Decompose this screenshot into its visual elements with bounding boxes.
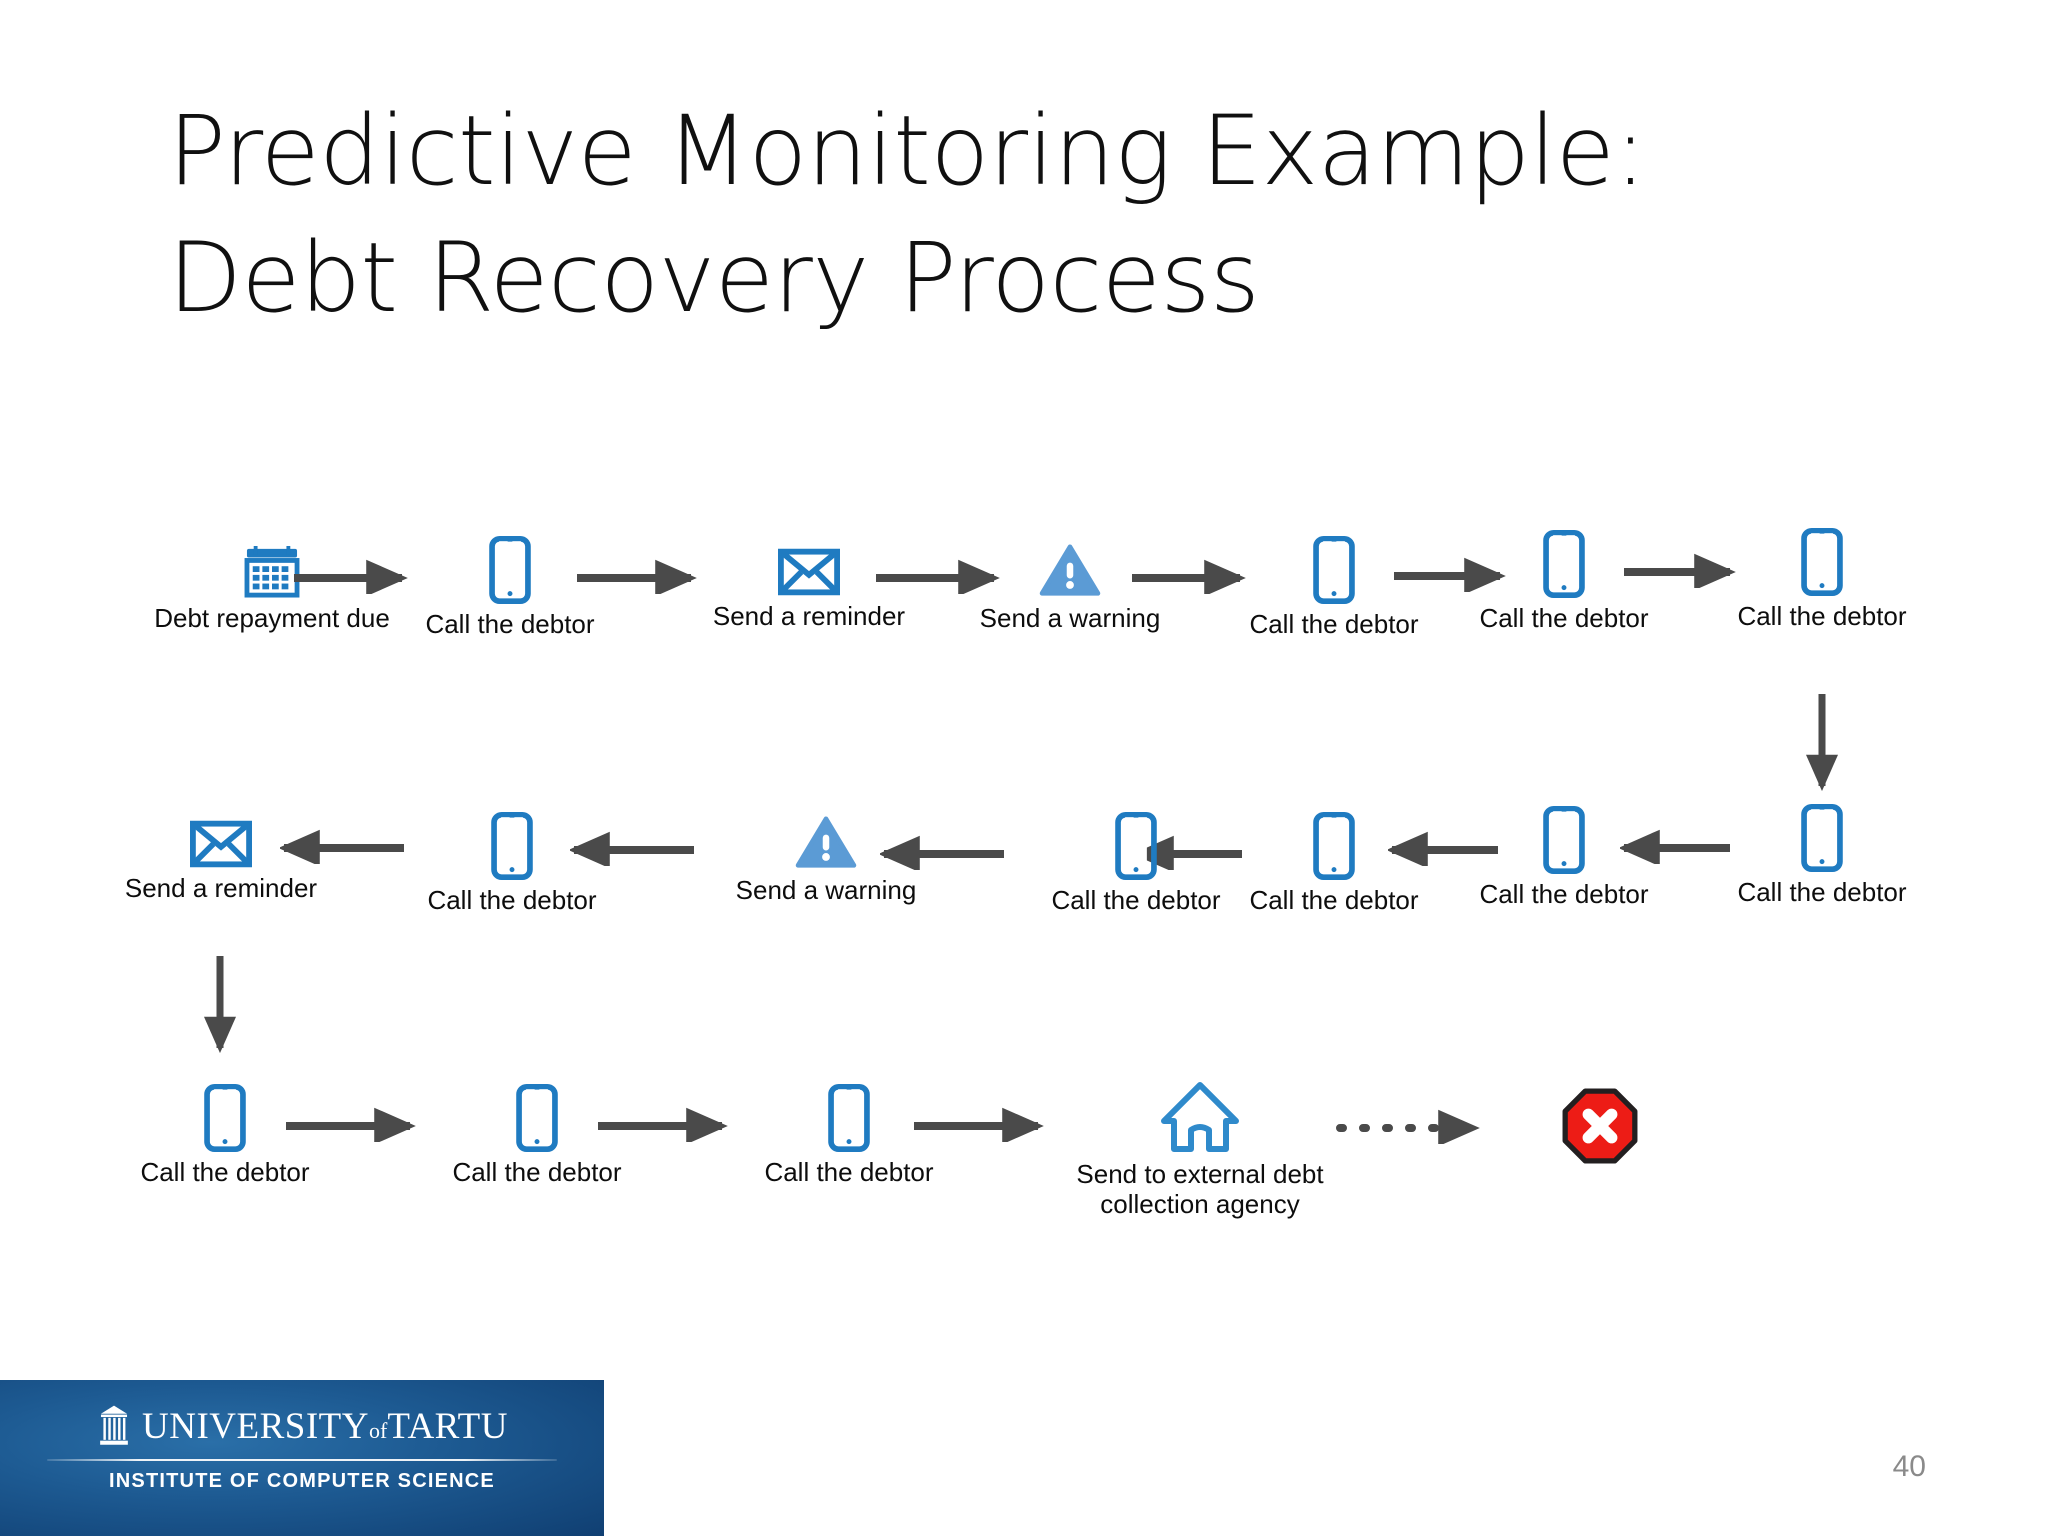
arrow-r2-5	[570, 831, 694, 866]
mobile-phone-icon	[204, 1084, 246, 1152]
node-call-debtor-r1-4[interactable]: Call the debtor	[1712, 528, 1932, 632]
node-call-debtor-r2-1[interactable]: Call the debtor	[1712, 804, 1932, 908]
logo-tartu: TARTU	[387, 1405, 508, 1447]
mobile-phone-icon	[1543, 806, 1585, 874]
node-label: Call the debtor	[140, 1157, 310, 1187]
node-label: Call the debtor	[425, 609, 595, 639]
page-title: Predictive Monitoring Example: Debt Reco…	[168, 88, 1868, 341]
node-call-debtor-r2-3[interactable]: Call the debtor	[1224, 812, 1444, 916]
mobile-phone-icon	[1313, 812, 1355, 880]
arrow-r3-3	[914, 1107, 1044, 1142]
node-label: Call the debtor	[1249, 609, 1419, 639]
arrow-r1-1	[294, 559, 408, 594]
node-send-warning-r2[interactable]: Send a warning	[708, 816, 944, 906]
mobile-phone-icon	[1543, 530, 1585, 598]
mobile-phone-icon	[489, 536, 531, 604]
mobile-phone-icon	[1313, 536, 1355, 604]
page-number: 40	[1892, 1450, 1926, 1483]
node-call-debtor-r2-5[interactable]: Call the debtor	[396, 812, 628, 916]
node-process-end[interactable]	[1540, 1088, 1660, 1164]
logo-divider	[47, 1459, 557, 1461]
node-call-debtor-r2-2[interactable]: Call the debtor	[1454, 806, 1674, 910]
node-label: Call the debtor	[1249, 885, 1419, 915]
stop-sign-icon	[1562, 1088, 1638, 1164]
node-label: Debt repayment due	[154, 603, 390, 633]
node-label: Call the debtor	[452, 1157, 622, 1187]
node-send-reminder-r1[interactable]: Send a reminder	[688, 548, 930, 632]
warning-triangle-icon	[1039, 544, 1101, 598]
logo-wordmark: UNIVERSITYofTARTU	[142, 1405, 508, 1448]
envelope-icon	[190, 820, 252, 868]
arrow-r2-2	[1388, 831, 1498, 866]
arrow-r2-6	[280, 829, 404, 864]
arrow-r1-6	[1624, 553, 1736, 588]
node-label: Send a warning	[979, 603, 1161, 633]
node-label: Call the debtor	[1051, 885, 1221, 915]
classical-building-icon	[96, 1404, 132, 1448]
logo-subtitle: INSTITUTE OF COMPUTER SCIENCE	[109, 1470, 495, 1492]
node-call-debtor-r2-4[interactable]: Call the debtor	[1026, 812, 1246, 916]
node-debt-repayment-due[interactable]: Debt repayment due	[146, 546, 398, 634]
arrow-r2-4	[880, 835, 1004, 870]
node-label: Send a reminder	[712, 601, 906, 631]
node-label: Call the debtor	[1737, 877, 1907, 907]
node-label: Call the debtor	[1479, 879, 1649, 909]
node-call-debtor-r1-3[interactable]: Call the debtor	[1454, 530, 1674, 634]
house-icon	[1160, 1080, 1240, 1154]
arrow-r3-1	[286, 1107, 416, 1142]
title-line-1: Predictive Monitoring Example:	[168, 95, 1647, 207]
envelope-icon	[778, 548, 840, 596]
node-call-debtor-r3-1[interactable]: Call the debtor	[114, 1084, 336, 1188]
node-label: Send a reminder	[124, 873, 318, 903]
warning-triangle-icon	[795, 816, 857, 870]
node-send-reminder-r2[interactable]: Send a reminder	[100, 820, 342, 904]
logo-of: of	[369, 1417, 388, 1443]
node-label: Call the debtor	[764, 1157, 934, 1187]
connector-row1-to-row2	[1805, 694, 1839, 792]
mobile-phone-icon	[1801, 528, 1843, 596]
arrow-r1-4	[1132, 559, 1246, 594]
node-label: Call the debtor	[1479, 603, 1649, 633]
node-label: Call the debtor	[1737, 601, 1907, 631]
node-call-debtor-r3-2[interactable]: Call the debtor	[426, 1084, 648, 1188]
mobile-phone-icon	[828, 1084, 870, 1152]
node-call-debtor-r1-1[interactable]: Call the debtor	[394, 536, 626, 640]
mobile-phone-icon	[491, 812, 533, 880]
node-label: Send to external debt collection agency	[1076, 1159, 1324, 1219]
arrow-r1-2	[577, 559, 697, 594]
node-label: Call the debtor	[427, 885, 597, 915]
mobile-phone-icon	[1801, 804, 1843, 872]
arrow-final-dotted	[1336, 1109, 1480, 1144]
arrow-r1-3	[876, 559, 1000, 594]
arrow-r1-5	[1394, 557, 1506, 592]
node-send-external-agency[interactable]: Send to external debt collection agency	[1060, 1080, 1340, 1219]
node-call-debtor-r3-3[interactable]: Call the debtor	[738, 1084, 960, 1188]
university-logo: UNIVERSITYofTARTU INSTITUTE OF COMPUTER …	[0, 1380, 604, 1536]
node-send-warning-r1[interactable]: Send a warning	[952, 544, 1188, 634]
node-label: Send a warning	[735, 875, 917, 905]
mobile-phone-icon	[1115, 812, 1157, 880]
node-call-debtor-r1-2[interactable]: Call the debtor	[1224, 536, 1444, 640]
arrow-r2-1	[1620, 829, 1730, 864]
connector-row2-to-row3	[203, 956, 237, 1054]
logo-university: UNIVERSITY	[142, 1405, 369, 1447]
title-line-2: Debt Recovery Process	[168, 221, 1260, 334]
mobile-phone-icon	[516, 1084, 558, 1152]
arrow-r3-2	[598, 1107, 728, 1142]
